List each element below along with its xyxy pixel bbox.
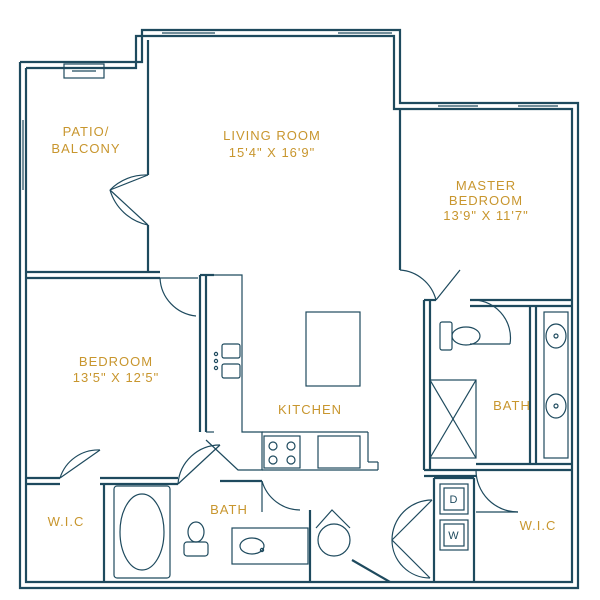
main-bath-label: BATH [210, 502, 248, 517]
wic-left-label: W.I.C [48, 514, 85, 529]
stove [263, 435, 301, 469]
dryer [439, 483, 469, 515]
kitchen-label: KITCHEN [278, 402, 342, 417]
room-labels: PATIO/ BALCONY LIVING ROOM 15'4" X 16'9"… [48, 124, 557, 542]
toilet-main [183, 521, 209, 557]
doors [59, 174, 519, 579]
bathtub [113, 485, 171, 579]
washer-label: W [448, 530, 459, 542]
toilet-master [439, 321, 481, 351]
refrigerator [317, 435, 361, 469]
kitchen-island [305, 311, 361, 387]
master-bedroom-size: 13'9" X 11'7" [443, 208, 529, 223]
living-room-label: LIVING ROOM [223, 128, 321, 143]
master-bedroom-label-2: BEDROOM [449, 193, 523, 208]
dryer-label: D [450, 494, 459, 506]
bedroom-label: BEDROOM [79, 354, 153, 369]
outer-walls [18, 28, 580, 590]
washer [439, 519, 469, 551]
master-bedroom-label-1: MASTER [456, 178, 516, 193]
vanity-main [231, 527, 309, 565]
interior-walls [26, 40, 572, 583]
living-room-size: 15'4" X 16'9" [229, 145, 315, 160]
patio-label-1: PATIO/ [63, 124, 110, 139]
master-bath-label: BATH [493, 398, 531, 413]
wic-right-label: W.I.C [520, 518, 557, 533]
patio-light [63, 63, 105, 79]
kitchen-sink [213, 343, 241, 379]
bedroom-size: 13'5" X 12'5" [73, 370, 159, 385]
vanity-master [543, 311, 569, 459]
water-heater [315, 509, 351, 557]
patio-label-2: BALCONY [51, 141, 120, 156]
kitchen-counter [205, 274, 379, 471]
